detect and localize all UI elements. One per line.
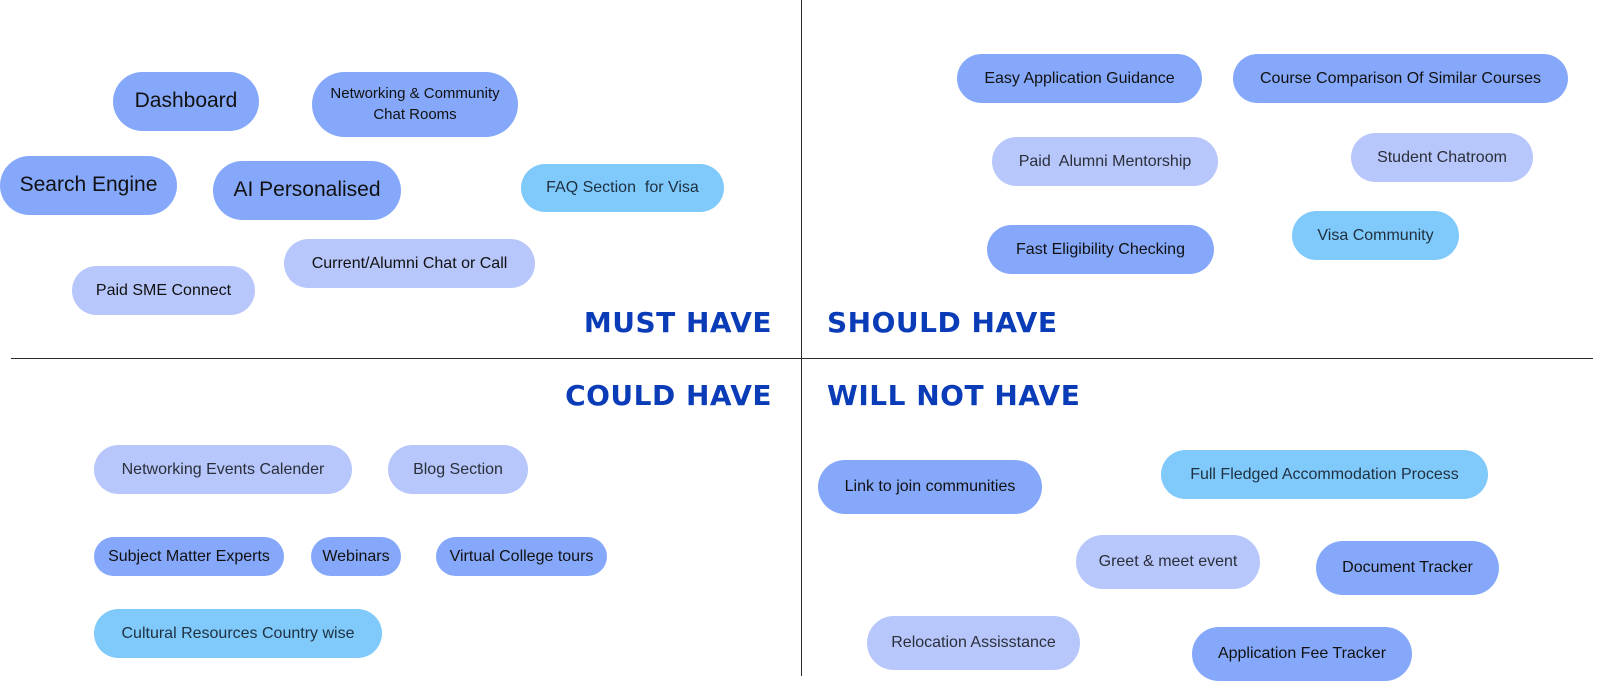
feature-pill-could: Blog Section bbox=[388, 445, 528, 494]
vertical-axis bbox=[801, 0, 802, 676]
feature-pill-should: Fast Eligibility Checking bbox=[987, 225, 1214, 274]
feature-pill-will-not: Greet & meet event bbox=[1076, 535, 1260, 589]
quadrant-title-must-have: MUST HAVE bbox=[583, 306, 772, 339]
feature-pill-should: Visa Community bbox=[1292, 211, 1459, 260]
feature-pill-will-not: Link to join communities bbox=[818, 460, 1042, 514]
quadrant-title-could-have: COULD HAVE bbox=[565, 379, 772, 412]
feature-pill-could: Subject Matter Experts bbox=[94, 537, 284, 576]
feature-pill-could: Cultural Resources Country wise bbox=[94, 609, 382, 658]
feature-pill-should: Course Comparison Of Similar Courses bbox=[1233, 54, 1568, 103]
feature-pill-should: Easy Application Guidance bbox=[957, 54, 1202, 103]
feature-pill-must: Dashboard bbox=[113, 72, 259, 131]
feature-pill-could: Networking Events Calender bbox=[94, 445, 352, 494]
feature-pill-must: Current/Alumni Chat or Call bbox=[284, 239, 535, 288]
quadrant-title-should-have: SHOULD HAVE bbox=[827, 306, 1058, 339]
feature-pill-could: Virtual College tours bbox=[436, 537, 607, 576]
feature-pill-will-not: Document Tracker bbox=[1316, 541, 1499, 595]
feature-pill-should: Student Chatroom bbox=[1351, 133, 1533, 182]
feature-pill-will-not: Full Fledged Accommodation Process bbox=[1161, 450, 1488, 499]
feature-pill-will-not: Relocation Assisstance bbox=[867, 616, 1080, 670]
quadrant-title-will-not-have: WILL NOT HAVE bbox=[827, 379, 1081, 412]
feature-pill-could: Webinars bbox=[311, 537, 401, 576]
feature-pill-should: Paid Alumni Mentorship bbox=[992, 137, 1218, 186]
feature-pill-will-not: Application Fee Tracker bbox=[1192, 627, 1412, 681]
feature-pill-must: FAQ Section for Visa bbox=[521, 164, 724, 212]
feature-pill-must: Networking & Community Chat Rooms bbox=[312, 72, 518, 137]
horizontal-axis bbox=[11, 358, 1593, 359]
feature-pill-must: Paid SME Connect bbox=[72, 266, 255, 315]
feature-pill-must: AI Personalised bbox=[213, 161, 401, 220]
feature-pill-must: Search Engine bbox=[0, 156, 177, 215]
